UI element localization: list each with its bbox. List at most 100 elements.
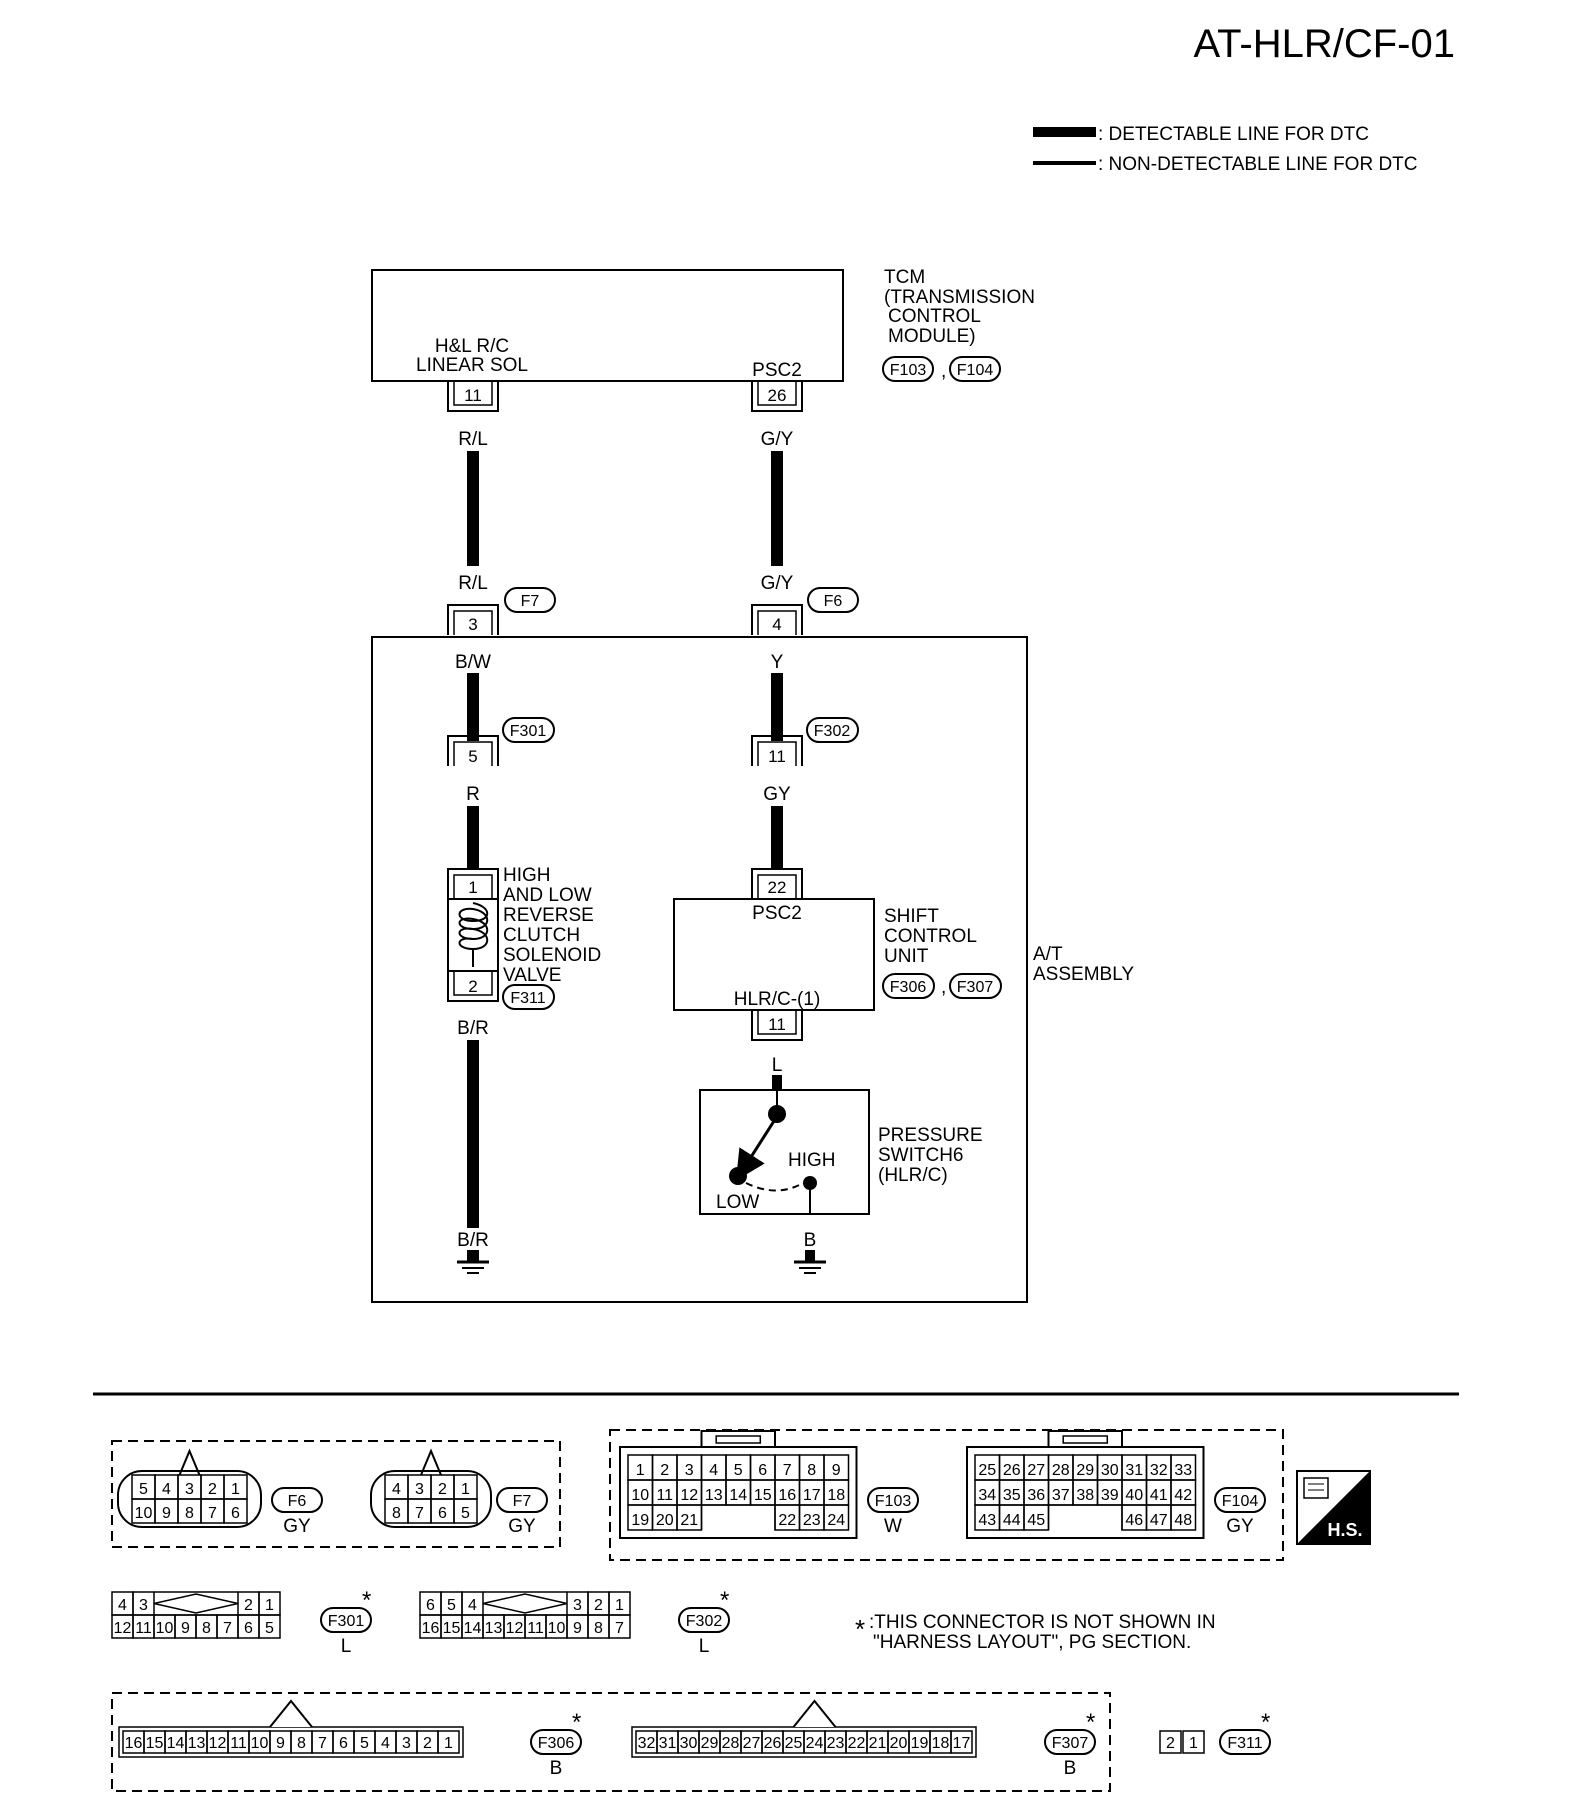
pin-number: 15 — [146, 1735, 164, 1752]
pin-number: 7 — [223, 1620, 232, 1637]
pin-number: 48 — [1174, 1512, 1192, 1529]
pin-number: 4 — [468, 1597, 477, 1614]
pin-number: 4 — [709, 1462, 718, 1479]
switch-mechanical-link — [745, 1182, 804, 1192]
connector-tag-text: F6 — [288, 1493, 307, 1510]
pin-number: 4 — [381, 1735, 390, 1752]
pin-number: 42 — [1174, 1487, 1192, 1504]
pin-number: 2 — [1166, 1735, 1175, 1752]
connector-tag-text: F104 — [1222, 1493, 1259, 1510]
pin-number: 28 — [1052, 1462, 1070, 1479]
solenoid-label-1: HIGH — [503, 865, 551, 886]
pin-number: 33 — [1174, 1462, 1192, 1479]
connector-tag-text: F311 — [1227, 1735, 1262, 1752]
svg-text:11: 11 — [768, 747, 786, 766]
pin-number: 44 — [1003, 1512, 1021, 1529]
tcm-term-left-2: LINEAR SOL — [416, 355, 528, 376]
pin-number: 9 — [162, 1505, 171, 1522]
pin-number: 11 — [527, 1620, 544, 1637]
wire-gy — [771, 451, 783, 566]
pin-number: 11 — [135, 1620, 152, 1637]
pin-number: 8 — [202, 1620, 211, 1637]
pin-number: 14 — [464, 1620, 482, 1637]
pin-number: 10 — [156, 1620, 174, 1637]
pin-number: 23 — [827, 1735, 845, 1752]
shift-unit-pin-22: 22 — [768, 878, 787, 897]
hs-badge: H.S. — [1296, 1470, 1371, 1545]
hs-badge-text: H.S. — [1327, 1520, 1362, 1540]
wire-color-rl-top: R/L — [458, 429, 488, 450]
pin-number: 2 — [423, 1735, 432, 1752]
wire-color-y: Y — [771, 652, 784, 673]
switch-low-label: LOW — [716, 1192, 759, 1213]
pin-cell — [1170, 1504, 1197, 1531]
pin-number: 2 — [244, 1597, 253, 1614]
pin-number: 14 — [729, 1487, 747, 1504]
pin-number: 31 — [659, 1735, 677, 1752]
pin-number: 13 — [188, 1735, 206, 1752]
connector-latch — [1047, 1430, 1123, 1447]
tcm-label-2: (TRANSMISSION — [884, 287, 1035, 308]
at-assembly-label-1: A/T — [1033, 944, 1063, 965]
pin-cell — [1182, 1730, 1205, 1754]
pin-number: 4 — [392, 1481, 401, 1498]
connector-tag-text: F307 — [1052, 1735, 1089, 1752]
connector-tag-text: F306 — [538, 1735, 575, 1752]
connector-color: B — [550, 1758, 563, 1779]
solenoid-body — [447, 898, 499, 972]
pin-number: 5 — [139, 1481, 148, 1498]
connector-tag-f302-text: F302 — [814, 723, 851, 740]
pin-number: 2 — [208, 1481, 217, 1498]
pin-number: 6 — [758, 1462, 767, 1479]
pin-cell — [437, 1730, 460, 1754]
tcm-pin-11: 11 — [447, 381, 499, 412]
connector-tag-f7 — [504, 587, 556, 613]
pressure-switch: HIGH LOW — [699, 1089, 870, 1215]
pin-number: 9 — [276, 1735, 285, 1752]
pin-number: 4 — [118, 1597, 127, 1614]
pin-number: 39 — [1101, 1487, 1119, 1504]
pin-number: 34 — [978, 1487, 996, 1504]
tcm-block: TCM (TRANSMISSION CONTROL MODULE) F103 ,… — [371, 267, 1035, 382]
not-in-harness-layout-star: * — [720, 1587, 729, 1614]
pin-number: 32 — [638, 1735, 656, 1752]
pin-number: 27 — [1027, 1462, 1045, 1479]
svg-text:4: 4 — [772, 615, 781, 634]
tcm-label-4: MODULE) — [888, 326, 976, 347]
pin-number: 17 — [953, 1735, 971, 1752]
pin-number: 4 — [162, 1481, 171, 1498]
wire-y — [771, 673, 783, 741]
connector-key — [482, 1591, 568, 1616]
pin-number: 14 — [167, 1735, 185, 1752]
tcm-box — [371, 269, 844, 382]
connector-key — [153, 1591, 239, 1616]
wire-color-gy-bottom: G/Y — [761, 573, 794, 594]
pin-number: 6 — [244, 1620, 253, 1637]
pin-number: 5 — [447, 1597, 456, 1614]
wire-color-r: R — [466, 784, 480, 805]
solenoid-valve: 1 2 — [447, 868, 499, 1002]
connector-tag-text: F302 — [686, 1613, 723, 1630]
pin-number: 10 — [251, 1735, 269, 1752]
connector-tag-f6 — [807, 587, 859, 613]
pin-number: 26 — [1003, 1462, 1021, 1479]
pin-number: 15 — [443, 1620, 461, 1637]
pin-number: 7 — [783, 1462, 792, 1479]
pin-number: 6 — [339, 1735, 348, 1752]
pin-number: 1 — [615, 1597, 624, 1614]
connector-key — [700, 1504, 776, 1530]
pin-number: 6 — [438, 1505, 447, 1522]
pin-number: 25 — [978, 1462, 996, 1479]
pin-number: 8 — [185, 1505, 194, 1522]
pin-number: 16 — [422, 1620, 440, 1637]
pin-number: 9 — [832, 1462, 841, 1479]
shift-unit-box — [673, 898, 875, 1011]
shift-unit-label-1: SHIFT — [884, 906, 939, 927]
wire-color-gy-top: G/Y — [761, 429, 794, 450]
pin-number: 24 — [827, 1512, 845, 1529]
connector-tag-f104 — [949, 356, 1001, 382]
switch-common-contact — [768, 1105, 786, 1123]
